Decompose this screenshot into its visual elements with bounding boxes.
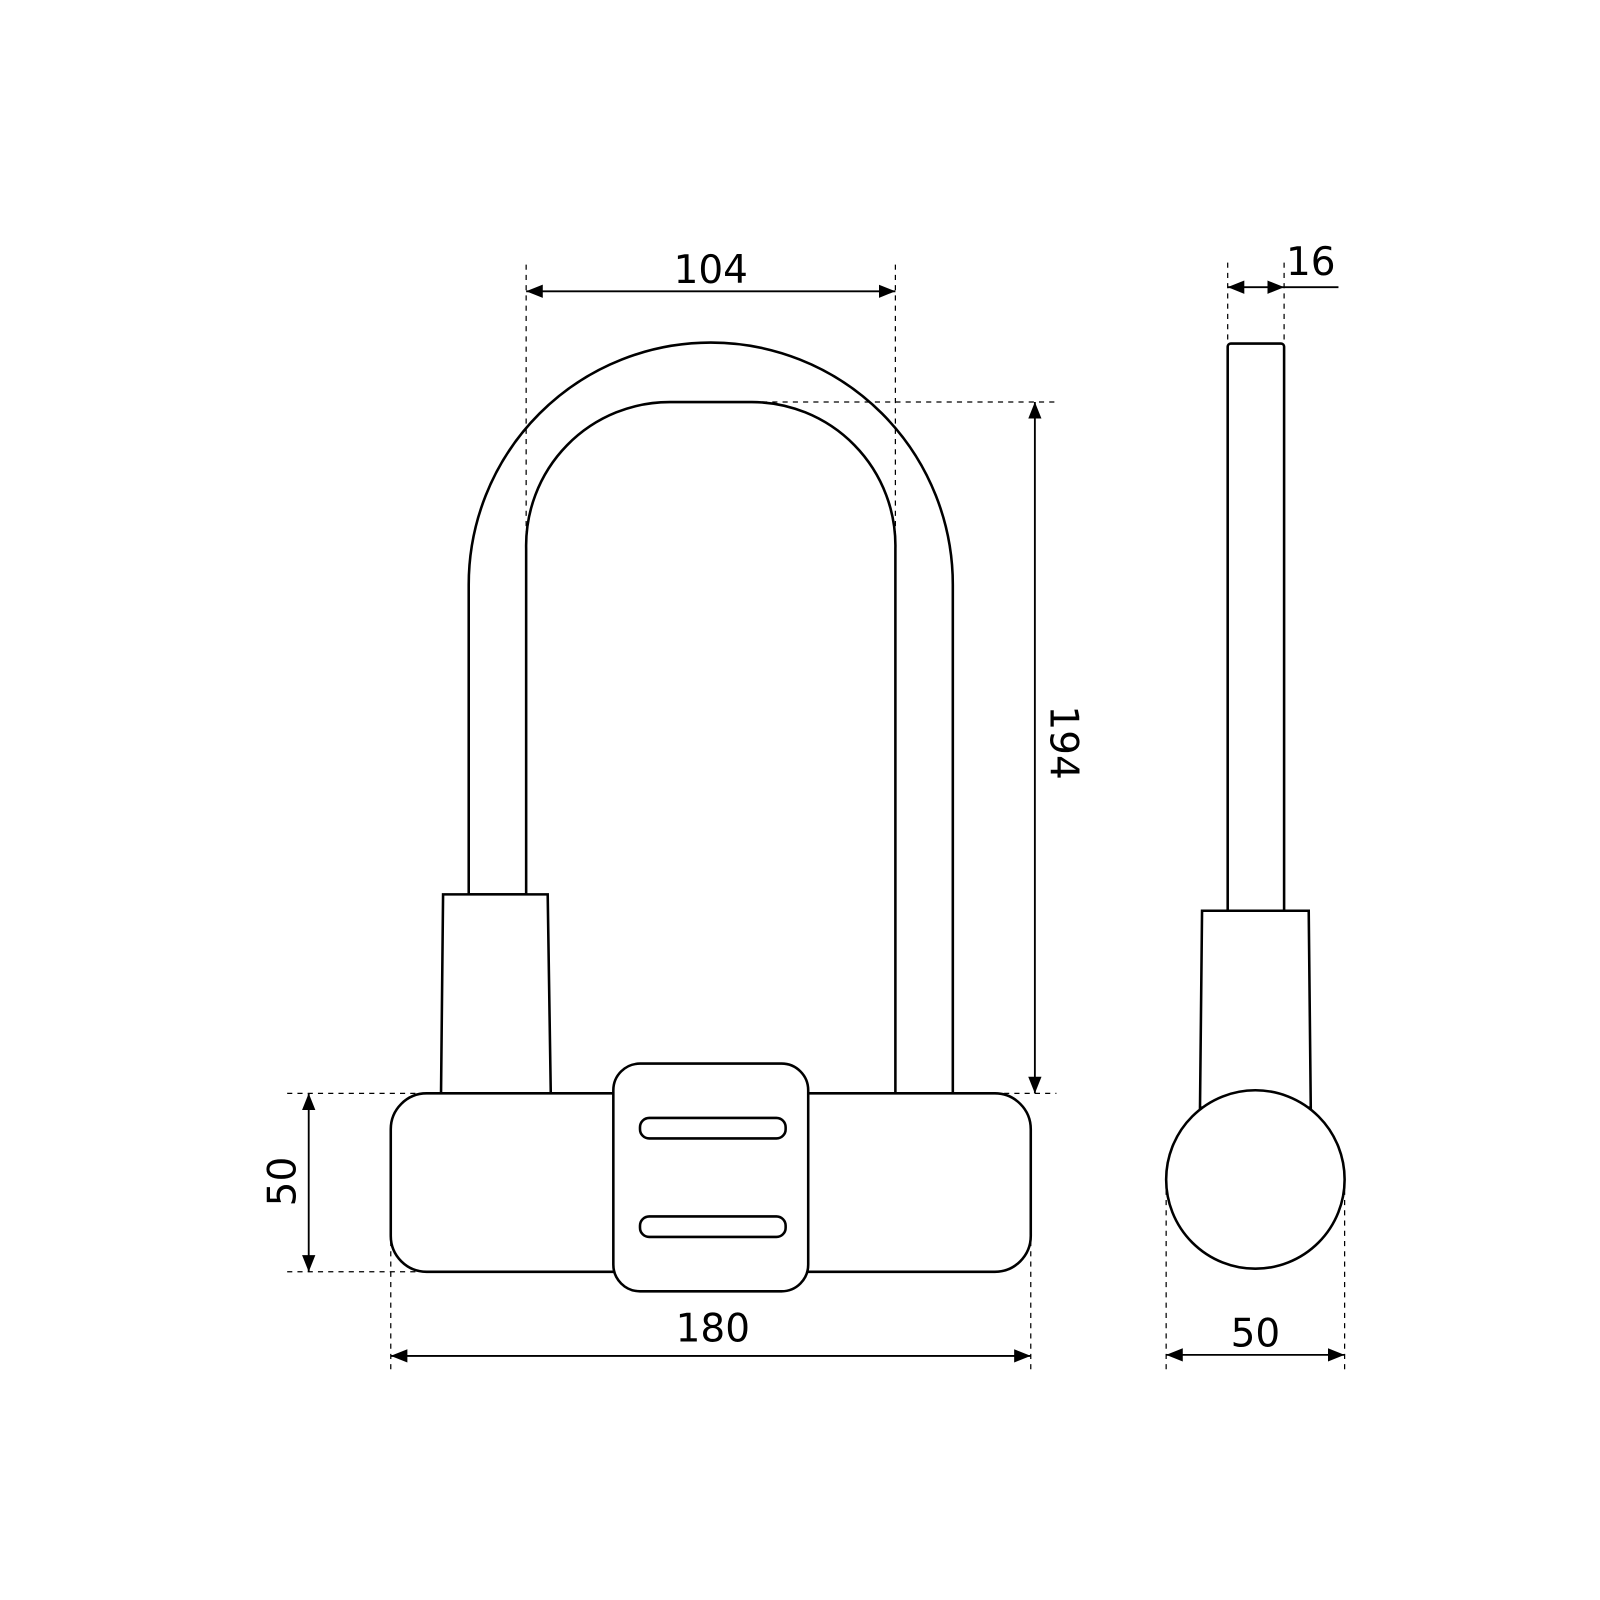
side-view — [1164, 342, 1346, 1270]
dim-104: 104 — [674, 248, 748, 293]
dim-194: 194 — [1040, 705, 1085, 779]
side-body — [1164, 1088, 1346, 1270]
slot-bottom — [638, 1215, 787, 1239]
key-cover — [612, 1062, 810, 1293]
shackle-collar — [439, 893, 553, 1095]
dimensions: 104 194 50 180 16 50 — [260, 240, 1346, 1373]
dim-16: 16 — [1286, 240, 1336, 285]
dim-50-diameter: 50 — [1231, 1312, 1281, 1357]
dim-180: 180 — [676, 1307, 750, 1352]
shackle — [467, 341, 955, 1095]
side-shackle — [1226, 342, 1286, 920]
front-view — [389, 341, 1033, 1293]
dim-50-height: 50 — [260, 1157, 305, 1207]
side-collar — [1198, 909, 1313, 1109]
slot-top — [638, 1116, 787, 1140]
